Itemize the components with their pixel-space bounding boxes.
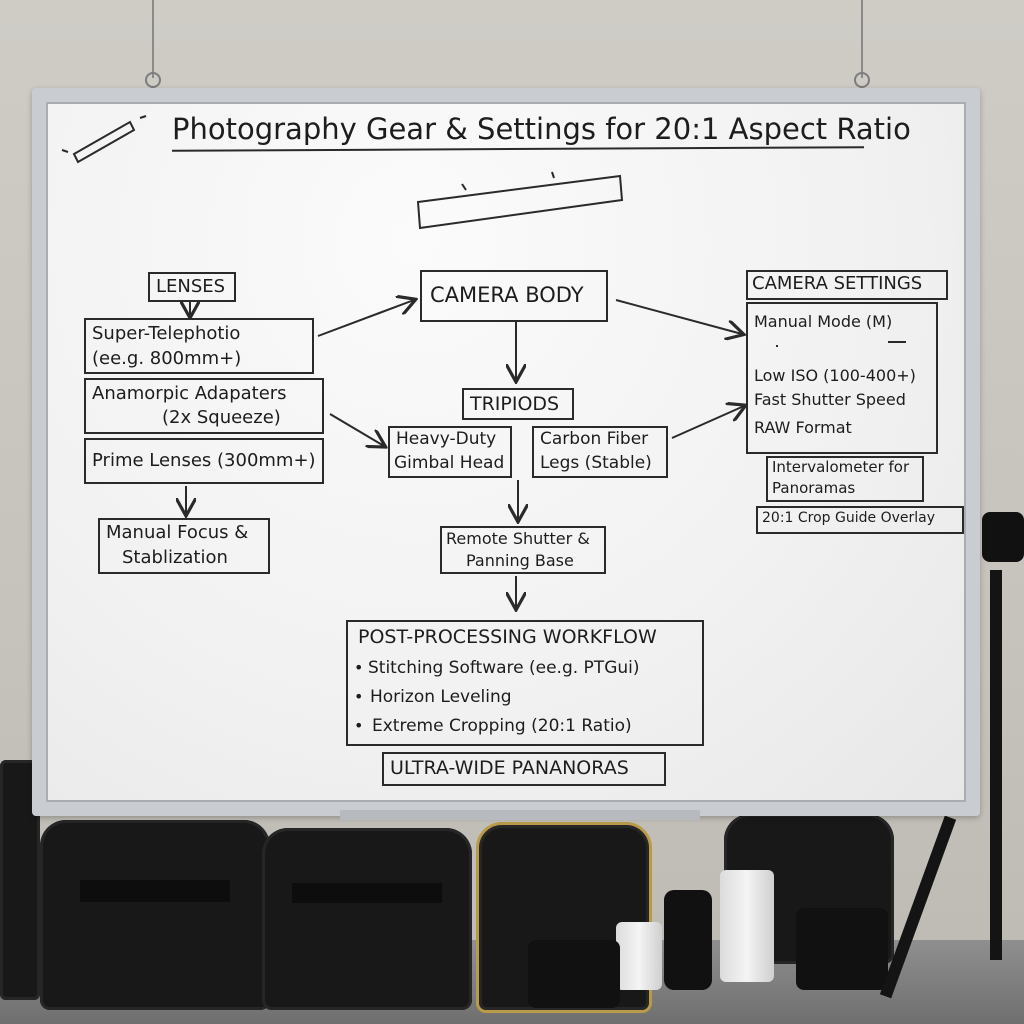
black-lens	[664, 890, 712, 990]
settings-heading-box	[746, 270, 948, 300]
low-iso: Low ISO (100-400+)	[754, 366, 916, 385]
remote-shutter-box	[440, 526, 606, 574]
remote-shutter-line1: Remote Shutter &	[446, 529, 590, 548]
camera-body-box	[420, 270, 608, 322]
intervalometer-box	[766, 456, 924, 502]
hanging-wire-right	[861, 0, 863, 78]
footer-box	[382, 752, 666, 786]
super-telephoto-box	[84, 318, 314, 374]
settings-list-box	[746, 302, 938, 454]
prime-lenses-box	[84, 438, 324, 484]
intervalometer-line2: Panoramas	[772, 479, 856, 497]
prime-lenses: Prime Lenses (300mm+)	[92, 450, 316, 471]
tripod-leg-1	[990, 570, 1002, 960]
manual-focus-line2: Stablization	[122, 547, 228, 568]
crop-guide: 20:1 Crop Guide Overlay	[762, 510, 936, 526]
anamorphic-line1: Anamorpic Adapaters	[92, 383, 287, 404]
manual-focus-line1: Manual Focus &	[106, 522, 249, 543]
post-processing-box	[346, 620, 704, 746]
white-lens-1	[616, 922, 662, 990]
post-item-1: Stitching Software (ee.g. PTGui)	[368, 658, 640, 678]
camera-2	[796, 908, 888, 990]
gimbal-line2: Gimbal Head	[394, 453, 505, 473]
manual-mode: Manual Mode (M)	[754, 312, 893, 331]
gimbal-box	[388, 426, 512, 478]
raw-format: RAW Format	[754, 418, 852, 437]
lenses-heading: LENSES	[156, 276, 226, 297]
board-title: Photography Gear & Settings for 20:1 Asp…	[172, 112, 911, 146]
post-item-bullet-1: •	[354, 658, 364, 677]
hanging-wire-left	[152, 0, 154, 78]
post-item-2: Horizon Leveling	[370, 687, 512, 707]
anamorphic-line2: (2x Squeeze)	[162, 407, 281, 428]
carbon-fiber-line2: Legs (Stable)	[540, 453, 652, 473]
camera-1	[528, 940, 620, 1008]
tripod-camera	[982, 512, 1024, 562]
post-item-3: Extreme Cropping (20:1 Ratio)	[372, 716, 632, 736]
camera-bag-1	[40, 820, 270, 1010]
manual-focus-box	[98, 518, 270, 574]
hanging-hook-left	[145, 72, 161, 88]
anamorphic-box	[84, 378, 324, 434]
footer-label: ULTRA-WIDE PANANORAS	[390, 757, 629, 779]
super-telephoto-line2: (ee.g. 800mm+)	[92, 348, 242, 369]
lenses-heading-box	[148, 272, 236, 302]
camera-bag-2	[262, 828, 472, 1010]
post-item-bullet-2: •	[354, 687, 364, 706]
carbon-fiber-line1: Carbon Fiber	[540, 429, 649, 449]
carbon-fiber-box	[532, 426, 668, 478]
gimbal-line1: Heavy-Duty	[396, 429, 497, 449]
super-telephoto-line1: Super-Telephotio	[92, 323, 241, 344]
fast-shutter: Fast Shutter Speed	[754, 390, 906, 409]
tripods-heading: TRIPIODS	[470, 393, 560, 415]
intervalometer-line1: Intervalometer for	[772, 458, 910, 476]
post-processing-heading: POST-PROCESSING WORKFLOW	[358, 626, 657, 648]
white-lens-2	[720, 870, 774, 982]
crop-guide-box	[756, 506, 964, 534]
hanging-hook-right	[854, 72, 870, 88]
marker-tray	[340, 810, 700, 820]
tripods-heading-box	[462, 388, 574, 420]
remote-shutter-line2: Panning Base	[466, 551, 574, 570]
camera-body: CAMERA BODY	[430, 283, 584, 307]
post-item-bullet-3: •	[354, 716, 364, 735]
settings-heading: CAMERA SETTINGS	[752, 273, 923, 294]
